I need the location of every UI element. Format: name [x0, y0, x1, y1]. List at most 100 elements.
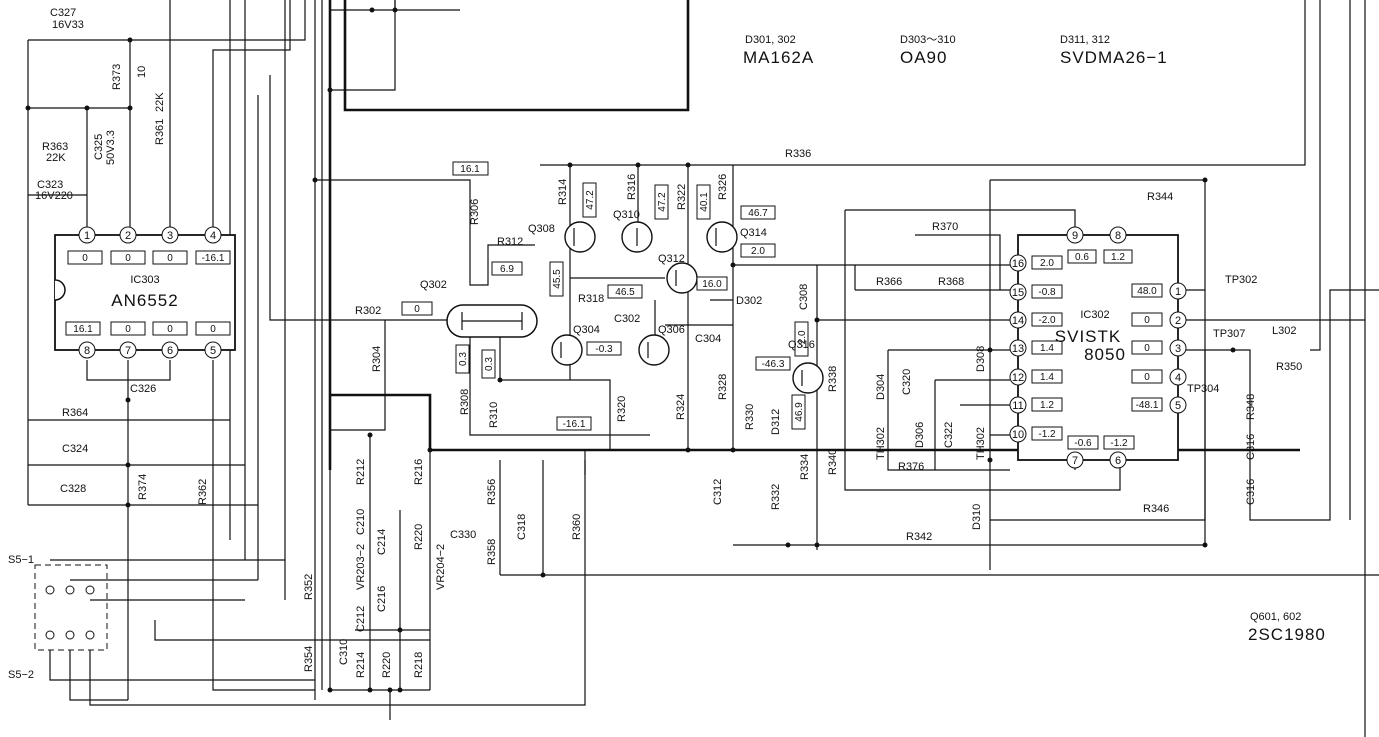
ic303-pin-6: 6: [167, 345, 173, 357]
label-r218: R218: [413, 652, 425, 678]
ic303-v3: 0: [167, 253, 173, 264]
note-d311-ref: D311, 312: [1060, 34, 1110, 46]
ic303-pin-1: 1: [84, 230, 90, 242]
label-r346: R346: [1143, 503, 1169, 515]
ic302-v11: 1.2: [1040, 400, 1054, 411]
label-r336: R336: [785, 148, 811, 160]
transistors: [446, 221, 824, 394]
label-c325: C325: [93, 134, 105, 160]
v-q312: 16.0: [702, 279, 722, 290]
ic302-pin-13: 13: [1012, 343, 1024, 355]
label-d302: D302: [736, 295, 762, 307]
ic302-v3: 0: [1144, 343, 1150, 354]
label-q314: Q314: [740, 227, 767, 239]
label-r363-value: 22K: [46, 152, 66, 164]
ic302-pin-16: 16: [1012, 258, 1024, 270]
ic302-v10: -1.2: [1038, 429, 1056, 440]
ic303-v4: -16.1: [202, 253, 225, 264]
label-s5-2: S5−2: [8, 669, 34, 681]
label-r330: R330: [744, 404, 756, 430]
ic302-pin-8: 8: [1115, 230, 1121, 242]
label-r374: R374: [137, 474, 149, 500]
voltage-boxes: 16.1 6.9 0 0.3 0.3 47.2 47.2 45.5 46.5 -…: [401, 161, 809, 431]
label-r370: R370: [932, 221, 958, 233]
label-r220a: R220: [413, 524, 425, 550]
component-labels: C327 16V33 R373 10 R363 22K C325 50V3.3 …: [8, 7, 1302, 681]
label-c214: C214: [376, 529, 388, 555]
v-q316-c: 46.9: [794, 402, 805, 422]
ic302-right-pins: 1 2 3 4 5: [1169, 282, 1187, 414]
ic302-v8: 1.2: [1111, 252, 1125, 263]
label-d310: D310: [971, 504, 983, 530]
v-q314-e: 2.0: [751, 246, 765, 257]
label-r340: R340: [827, 449, 839, 475]
v-q308: 47.2: [585, 190, 596, 210]
label-c316a: C316: [1245, 434, 1257, 460]
label-r312: R312: [497, 236, 523, 248]
label-vr203: VR203−2: [355, 544, 367, 590]
label-c312: C312: [712, 479, 724, 505]
v-q304: -0.3: [595, 344, 613, 355]
label-c327-value: 16V33: [52, 19, 84, 31]
ic303-bottom-voltages: 16.1 0 0 0: [65, 321, 231, 336]
ic302-v2: 0: [1144, 315, 1150, 326]
label-c327: C327: [50, 7, 76, 19]
ic302-pin-4: 4: [1175, 372, 1181, 384]
label-d312: D312: [770, 409, 782, 435]
label-r220b: R220: [381, 652, 393, 678]
ic303-ref: IC303: [130, 274, 159, 286]
ic302-pin-14: 14: [1012, 315, 1024, 327]
label-r348: R348: [1245, 394, 1257, 420]
ic302-pin-11: 11: [1012, 400, 1023, 412]
ic302-pin-6: 6: [1115, 455, 1121, 467]
ic302-bottom-pins: 7 6 -0.6 -1.2: [1066, 435, 1135, 469]
label-r338: R338: [827, 366, 839, 392]
v-q302-b: 0.3: [484, 357, 495, 371]
ic303-v2: 0: [125, 253, 131, 264]
label-c323-value: 16V220: [35, 190, 73, 202]
note-d303-part: OA90: [900, 48, 947, 67]
label-c316b: C316: [1245, 479, 1257, 505]
label-r326: R326: [717, 174, 729, 200]
note-d303-ref: D303〜310: [900, 34, 956, 46]
ic303-top-voltages: 0 0 0 -16.1: [67, 250, 231, 265]
label-r362: R362: [197, 479, 209, 505]
label-r322: R322: [676, 184, 688, 210]
label-r354: R354: [303, 646, 315, 672]
label-r316: R316: [626, 174, 638, 200]
ic302-v5: -48.1: [1136, 400, 1159, 411]
label-c323: C323: [37, 179, 63, 191]
ic302-right-voltages: 48.0 0 0 0 -48.1: [1131, 283, 1163, 412]
ic302-v14: -2.0: [1038, 315, 1056, 326]
label-d306: D306: [914, 422, 926, 448]
label-q302: Q302: [420, 279, 447, 291]
ic302-v4: 0: [1144, 372, 1150, 383]
label-r304: R304: [371, 346, 383, 372]
v-q314: 46.7: [748, 208, 768, 219]
ic302-v1: 48.0: [1137, 286, 1157, 297]
q304-symbol: [551, 334, 583, 366]
ic303-pin-2: 2: [125, 230, 131, 242]
ic302-pin-2: 2: [1175, 315, 1181, 327]
v-q310: 47.2: [657, 192, 668, 212]
label-c212: C212: [355, 606, 367, 632]
label-c330: C330: [450, 529, 476, 541]
label-r368: R368: [938, 276, 964, 288]
label-r216: R216: [413, 459, 425, 485]
v-r312: 6.9: [500, 264, 514, 275]
junction-dots: [25, 7, 1236, 693]
label-r328: R328: [717, 374, 729, 400]
q314-symbol: [706, 221, 738, 253]
v-q316: -46.3: [762, 359, 785, 370]
note-q601-part: 2SC1980: [1248, 625, 1326, 644]
label-r356: R356: [486, 479, 498, 505]
label-c308: C308: [798, 284, 810, 310]
label-th302b: TH302: [975, 427, 987, 460]
label-c304: C304: [695, 333, 721, 345]
label-tp307: TP307: [1213, 328, 1245, 340]
q306-symbol: [638, 334, 670, 366]
label-c210: C210: [355, 509, 367, 535]
ic302-pin-1: 1: [1175, 286, 1181, 298]
v-q302-a: 0.3: [458, 352, 469, 366]
v-r320: -16.1: [563, 419, 586, 430]
